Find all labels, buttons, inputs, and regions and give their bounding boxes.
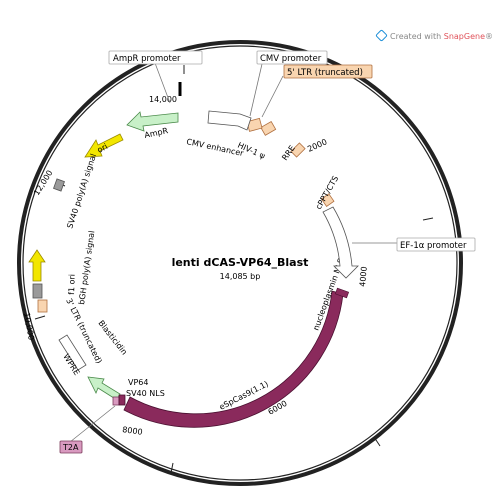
tick-4000: 4000 — [358, 266, 369, 287]
cmv-promoter-leader-line — [249, 63, 263, 117]
ori-feature — [84, 133, 124, 158]
cmv-promoter-box — [256, 50, 328, 65]
espcas9-feature — [123, 290, 344, 428]
plasmid-name: lenti dCAS-VP64_Blast — [172, 256, 309, 269]
rre-feature — [290, 142, 306, 158]
t2a-box — [59, 440, 83, 454]
bgh-polya-label: bGH poly(A) signal — [77, 230, 96, 305]
tick-8000: 8000 — [122, 425, 143, 437]
blasticidin-feature — [87, 376, 121, 401]
cmv-promoter-label: CMV promoter — [260, 54, 322, 64]
f1-ori-label: f1 ori — [67, 274, 77, 295]
backbone-inner — [22, 45, 458, 481]
tick-14000: 14,000 — [149, 95, 177, 104]
ampr-promoter-leader-line — [154, 62, 171, 104]
ltr5-leader-line — [261, 75, 284, 118]
ef1a-box — [396, 237, 476, 252]
vp64-label: VP64 — [128, 378, 148, 387]
sv40-nls-label: SV40 NLS — [126, 389, 165, 398]
t2a-label: T2A — [62, 443, 79, 452]
ampr-promoter-box — [108, 50, 203, 65]
hiv-psi-feature — [260, 120, 277, 136]
f1-ori-feature — [28, 249, 46, 282]
ef1a-promoter-feature — [322, 206, 359, 279]
cppt-feature — [320, 193, 335, 207]
t2a-leader-line — [69, 405, 116, 443]
ltr3-feature — [37, 299, 48, 313]
nucleoplasmin-nls-feature — [334, 287, 350, 299]
sv40-polya-feature — [53, 178, 65, 192]
blasticidin-label: Blasticidin — [96, 319, 128, 357]
espcas9-divider-b — [229, 386, 233, 401]
snapgene-watermark: Created with SnapGene® — [375, 29, 493, 42]
vp64-feature — [118, 394, 126, 406]
ef1a-promoter-label: EF-1α promoter — [400, 241, 467, 251]
ampr-promoter-label: AmpR promoter — [113, 54, 181, 64]
tick-2000: 2000 — [306, 137, 328, 154]
backbone-outer — [17, 40, 463, 486]
ltr5-label: 5' LTR (truncated) — [287, 68, 363, 78]
cmv-enhancer-feature — [207, 110, 252, 131]
tick-10000: 10,000 — [22, 312, 36, 341]
cmv-enhancer-label: CMV enhancer — [186, 137, 245, 158]
ampr-label: AmpR — [144, 126, 170, 140]
ampr-feature — [126, 111, 179, 132]
ltr5-box — [283, 64, 373, 79]
espcas9-divider-a — [197, 386, 202, 402]
plasmid-size: 14,085 bp — [220, 272, 261, 281]
t2a-feature — [112, 396, 120, 406]
sv40-polya-label: SV40 poly(A) signal — [65, 153, 98, 230]
ori-label: ori — [96, 142, 109, 155]
bgh-polya-feature — [32, 283, 43, 299]
wpre-feature — [58, 334, 87, 371]
